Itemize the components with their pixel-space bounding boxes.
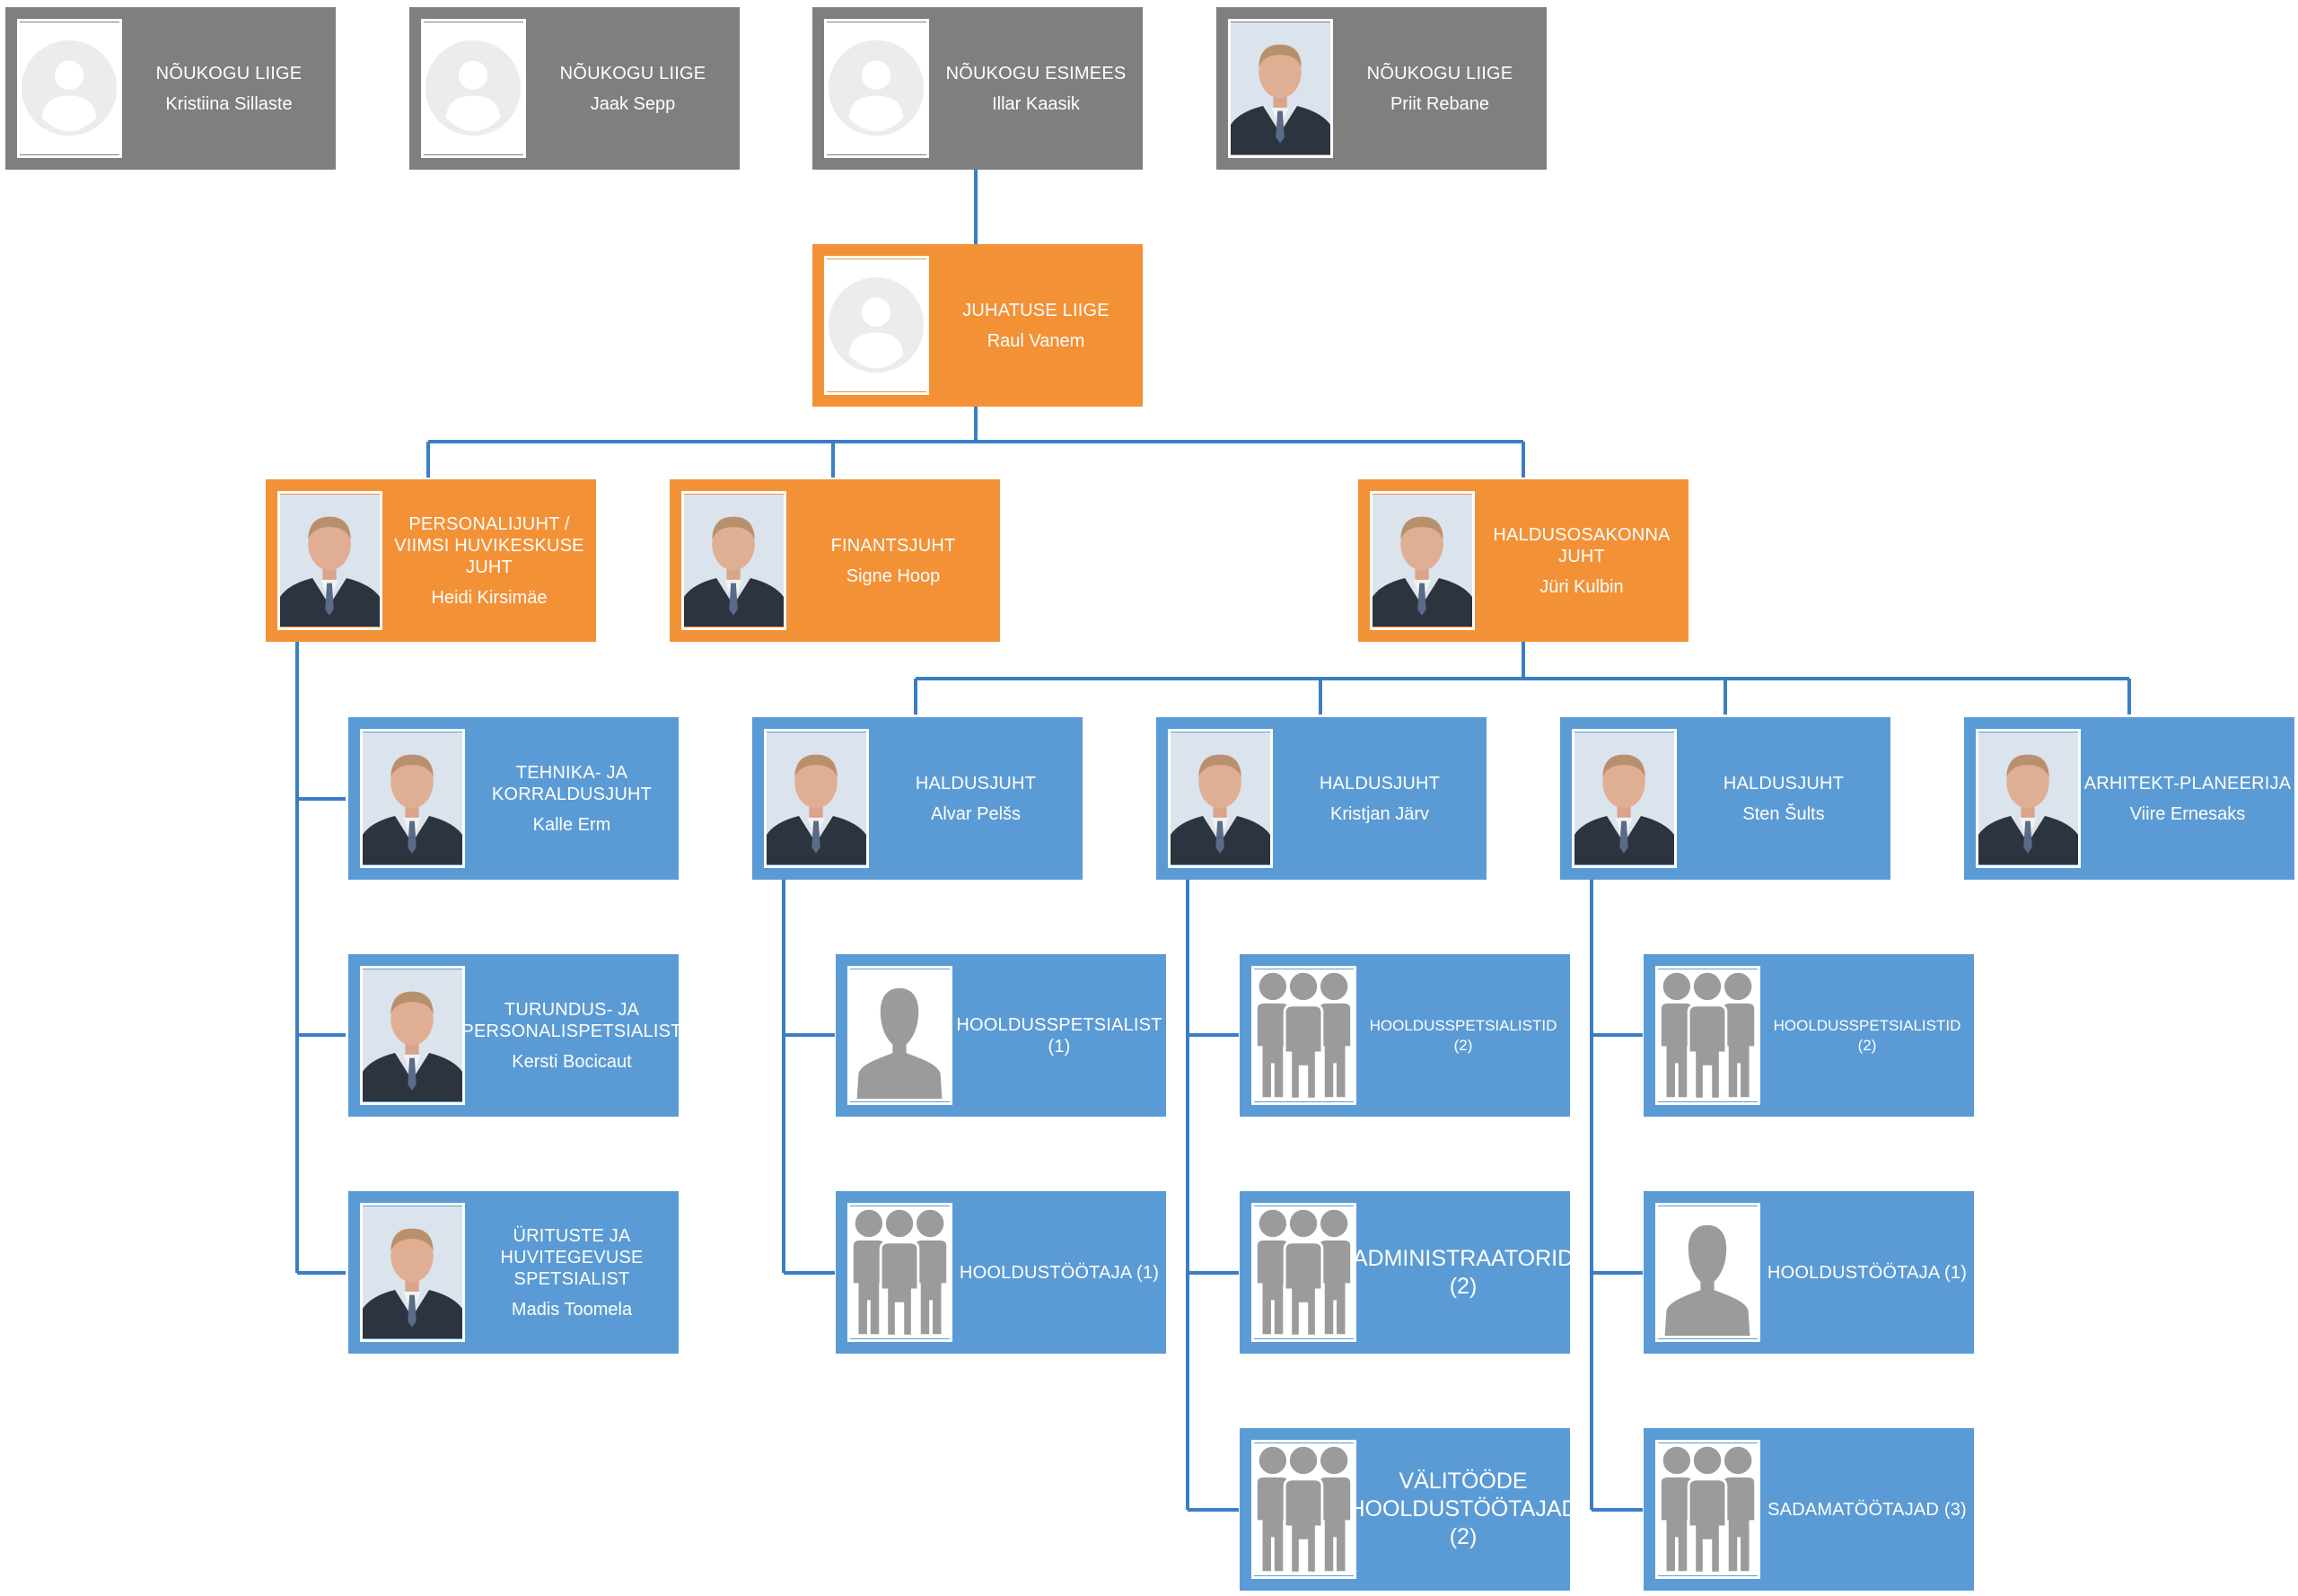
group-silhouette-icon — [847, 1203, 952, 1342]
role-title: HALDUSJUHT — [1723, 773, 1845, 794]
board-member-card: NÕUKOGU LIIGE Jaak Sepp — [409, 7, 740, 170]
person-name: Kristiina Sillaste — [165, 93, 293, 114]
role-title: NÕUKOGU LIIGE — [1366, 63, 1513, 83]
portrait-photo-icon — [360, 729, 465, 868]
facility-manager-card: HALDUSJUHT Alvar Pelšs — [752, 717, 1083, 880]
person-name: Alvar Pelšs — [930, 803, 1022, 824]
portrait-photo-icon — [1370, 491, 1475, 630]
person-name: Heidi Kirsimäe — [431, 587, 548, 608]
role-title: ARHITEKT-PLANEERIJA — [2083, 773, 2292, 794]
group-silhouette-icon — [1655, 1440, 1760, 1579]
team-card: HOOLDUSTÖÖTAJA (1) — [836, 1191, 1166, 1354]
connector-team-col1 — [782, 880, 835, 1275]
portrait-photo-icon — [764, 729, 869, 868]
person-name: Viire Ernesaks — [2129, 803, 2246, 824]
team-label: VÄLITÖÖDE HOOLDUSTÖÖTAJAD (2) — [1348, 1469, 1578, 1549]
manager-card: FINANTSJUHT Signe Hoop — [670, 479, 1000, 642]
portrait-photo-icon — [1572, 729, 1677, 868]
person-silhouette-icon — [847, 966, 952, 1105]
team-label: HOOLDUSSPETSIALISTID (2) — [1369, 1016, 1557, 1054]
role-title: ÜRITUSTE JA HUVITEGEVUSE SPETSIALIST — [500, 1225, 644, 1289]
person-name: Raul Vanem — [987, 330, 1085, 351]
role-title: HALDUSOSAKONNA JUHT — [1493, 524, 1671, 566]
portrait-photo-icon — [681, 491, 786, 630]
role-title: TEHNIKA- JA KORRALDUSJUHT — [491, 762, 653, 804]
team-label: HOOLDUSTÖÖTAJA (1) — [959, 1262, 1160, 1283]
portrait-photo-icon — [1228, 19, 1333, 158]
board-member-card: NÕUKOGU LIIGE Priit Rebane — [1216, 7, 1547, 170]
person-name: Signe Hoop — [846, 566, 941, 586]
avatar-placeholder-icon — [824, 19, 929, 158]
person-name: Jüri Kulbin — [1539, 576, 1624, 597]
connector-facility-managers — [914, 640, 2131, 715]
person-silhouette-icon — [1655, 1203, 1760, 1342]
group-silhouette-icon — [1251, 1203, 1356, 1342]
team-card: VÄLITÖÖDE HOOLDUSTÖÖTAJAD (2) — [1240, 1428, 1578, 1591]
team-card: SADAMATÖÖTAJAD (3) — [1644, 1428, 1974, 1591]
portrait-photo-icon — [360, 966, 465, 1105]
team-label: SADAMATÖÖTAJAD (3) — [1767, 1499, 1967, 1520]
role-title: JUHATUSE LIIGE — [962, 300, 1110, 320]
person-name: Sten Šults — [1742, 803, 1825, 824]
person-name: Illar Kaasik — [992, 93, 1080, 114]
avatar-placeholder-icon — [824, 256, 929, 395]
role-title: NÕUKOGU LIIGE — [155, 63, 303, 83]
portrait-photo-icon — [277, 491, 382, 630]
avatar-placeholder-icon — [421, 19, 526, 158]
avatar-placeholder-icon — [17, 19, 122, 158]
group-silhouette-icon — [1251, 1440, 1356, 1579]
team-card: ADMINISTRAATORID (2) — [1240, 1191, 1574, 1354]
connector-hr-staff — [295, 640, 346, 1275]
portrait-photo-icon — [1168, 729, 1273, 868]
person-name: Kalle Erm — [532, 814, 611, 835]
portrait-photo-icon — [1976, 729, 2081, 868]
group-silhouette-icon — [1251, 966, 1356, 1105]
team-card: HOOLDUSSPETSIALISTID (2) — [1240, 954, 1570, 1117]
hr-staff-card: TEHNIKA- JA KORRALDUSJUHT Kalle Erm — [348, 717, 679, 880]
role-title: HALDUSJUHT — [915, 773, 1037, 794]
portrait-photo-icon — [360, 1203, 465, 1342]
connector-team-col3 — [1590, 880, 1643, 1512]
architect-card: ARHITEKT-PLANEERIJA Viire Ernesaks — [1964, 717, 2294, 880]
group-silhouette-icon — [1655, 966, 1760, 1105]
role-title: NÕUKOGU ESIMEES — [945, 63, 1127, 83]
board-member-card: NÕUKOGU LIIGE Kristiina Sillaste — [5, 7, 336, 170]
team-label: HOOLDUSSPETSIALIST (1) — [956, 1014, 1162, 1057]
board-chair-card: NÕUKOGU ESIMEES Illar Kaasik — [812, 7, 1143, 170]
role-title: TURUNDUS- JA PERSONALISPETSIALIST — [461, 999, 682, 1041]
person-name: Kersti Bocicaut — [512, 1051, 632, 1072]
facility-manager-card: HALDUSJUHT Kristjan Järv — [1156, 717, 1487, 880]
team-card: HOOLDUSSPETSIALIST (1) — [836, 954, 1166, 1117]
role-title: PERSONALIJUHT / VIIMSI HUVIKESKUSE JUHT — [394, 513, 584, 577]
team-card: HOOLDUSSPETSIALISTID (2) — [1644, 954, 1974, 1117]
team-card: HOOLDUSTÖÖTAJA (1) — [1644, 1191, 1974, 1354]
hr-staff-card: ÜRITUSTE JA HUVITEGEVUSE SPETSIALIST Madi… — [348, 1191, 679, 1354]
manager-card: PERSONALIJUHT / VIIMSI HUVIKESKUSE JUHT H… — [266, 479, 596, 642]
person-name: Priit Rebane — [1390, 93, 1490, 114]
team-label: HOOLDUSSPETSIALISTID (2) — [1773, 1016, 1961, 1054]
person-name: Kristjan Järv — [1329, 803, 1430, 824]
team-label: ADMINISTRAATORID (2) — [1352, 1245, 1574, 1299]
role-title: NÕUKOGU LIIGE — [559, 63, 706, 83]
hr-staff-card: TURUNDUS- JA PERSONALISPETSIALIST Kersti … — [348, 954, 682, 1117]
connector-team-col2 — [1186, 880, 1239, 1512]
person-name: Madis Toomela — [511, 1299, 633, 1320]
facility-manager-card: HALDUSJUHT Sten Šults — [1560, 717, 1890, 880]
team-label: HOOLDUSTÖÖTAJA (1) — [1767, 1262, 1968, 1283]
role-title: FINANTSJUHT — [830, 535, 956, 556]
connector-ceo-managers — [426, 407, 1525, 478]
role-title: HALDUSJUHT — [1319, 773, 1441, 794]
person-name: Jaak Sepp — [590, 93, 676, 114]
ceo-card: JUHATUSE LIIGE Raul Vanem — [812, 244, 1143, 407]
manager-card: HALDUSOSAKONNA JUHT Jüri Kulbin — [1358, 479, 1688, 642]
